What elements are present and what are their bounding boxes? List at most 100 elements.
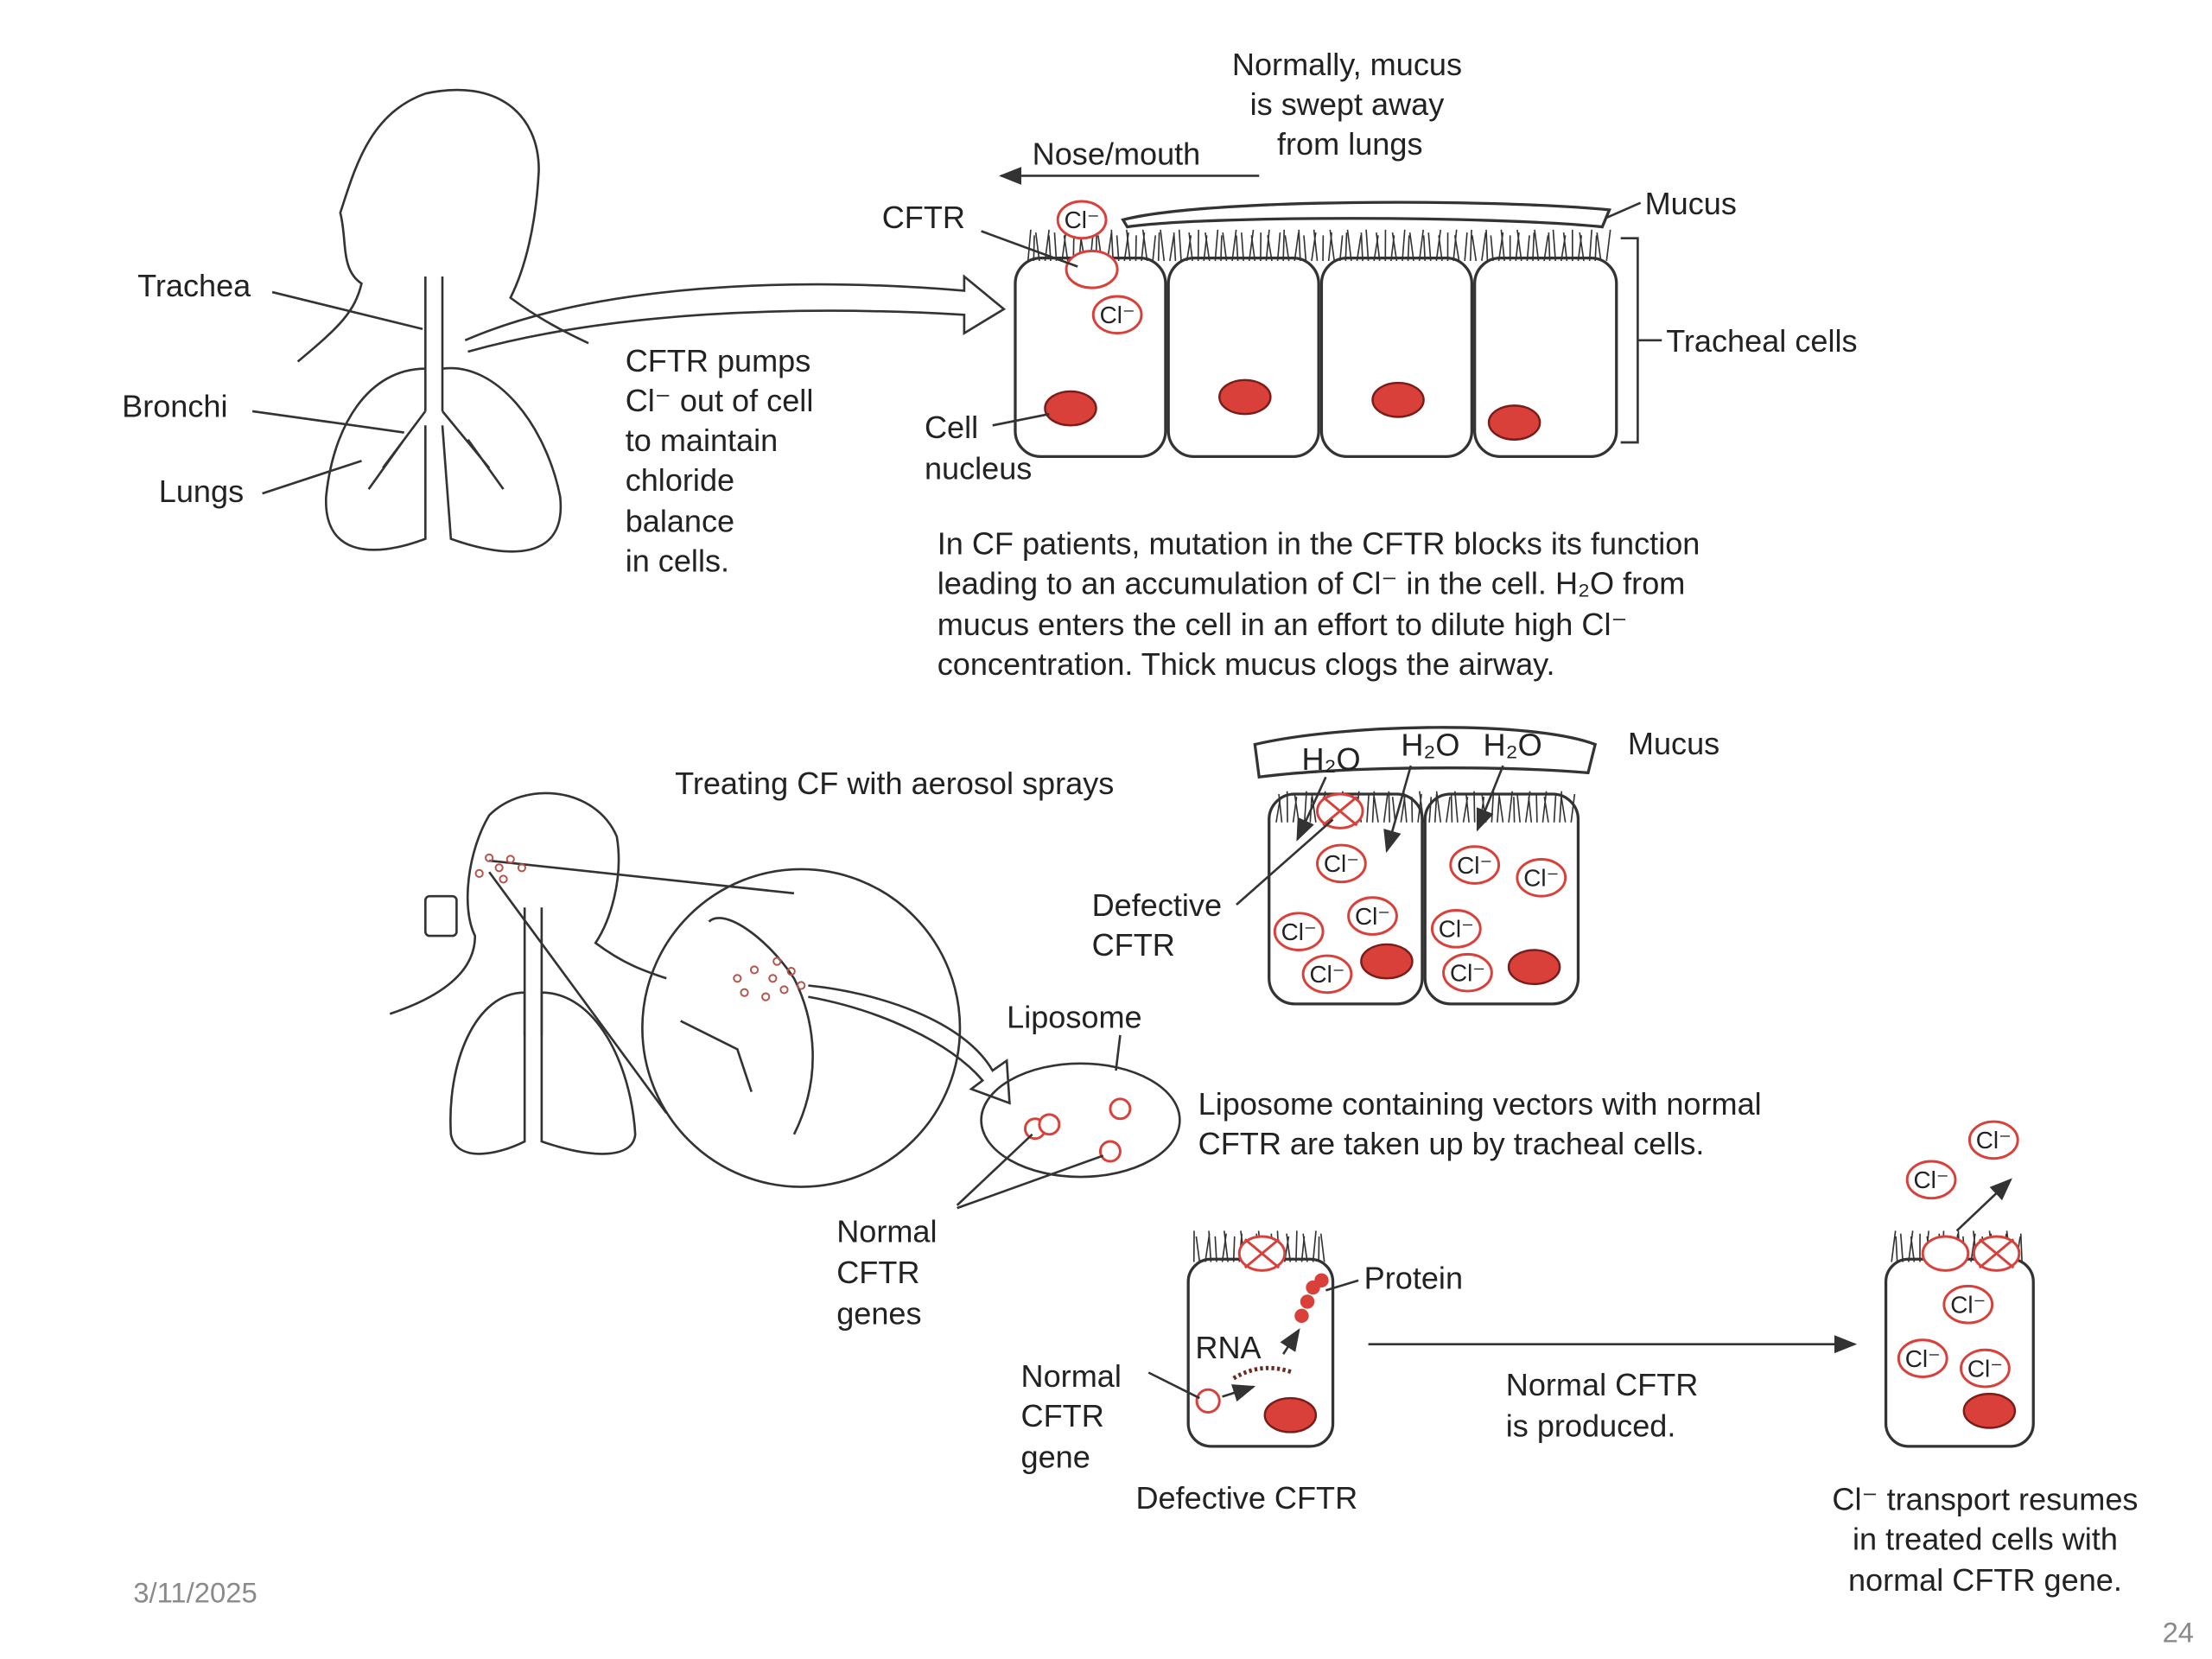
mucus-label-top: Mucus bbox=[1645, 186, 1737, 221]
treated-cell: Cl⁻Cl⁻Cl⁻Cl⁻Cl⁻ bbox=[1884, 1120, 2035, 1448]
chloride-ion: Cl⁻ bbox=[1905, 1160, 1957, 1200]
liposome-note-1: Liposome containing vectors with normal bbox=[1198, 1086, 1762, 1122]
aerosol-particles bbox=[474, 853, 806, 1001]
svg-text:Cl⁻: Cl⁻ bbox=[1450, 960, 1485, 987]
chloride-ion: Cl⁻ bbox=[1516, 857, 1567, 898]
bronchi-pointer bbox=[251, 410, 404, 434]
cell-label: Cell bbox=[925, 410, 978, 445]
liposome-note-2: CFTR are taken up by tracheal cells. bbox=[1198, 1126, 1705, 1161]
chloride-ion: Cl⁻ bbox=[1056, 200, 1108, 240]
thick-mucus bbox=[1253, 726, 1598, 779]
chloride-ion: Cl⁻ bbox=[1442, 952, 1493, 993]
chloride-ion: Cl⁻ bbox=[1273, 912, 1325, 951]
svg-text:normal CFTR gene.: normal CFTR gene. bbox=[1848, 1562, 2122, 1598]
svg-text:is swept away: is swept away bbox=[1250, 86, 1445, 122]
chloride-ion: Cl⁻ bbox=[1347, 896, 1398, 936]
defective-cftr-label-1: Defective bbox=[1092, 887, 1222, 923]
svg-text:in treated cells with: in treated cells with bbox=[1853, 1522, 2118, 1557]
svg-text:Normal: Normal bbox=[836, 1214, 937, 1249]
svg-text:leading to an accumulation of: leading to an accumulation of Cl⁻ in the… bbox=[938, 566, 1686, 601]
slide-date: 3/11/2025 bbox=[133, 1576, 257, 1608]
svg-text:Cl⁻: Cl⁻ bbox=[1324, 850, 1359, 877]
h2o-label-1: H₂O bbox=[1301, 741, 1360, 777]
chloride-ion: Cl⁻ bbox=[1449, 845, 1501, 885]
svg-text:Cl⁻ out of cell: Cl⁻ out of cell bbox=[626, 383, 814, 418]
cftr-pointer bbox=[981, 230, 1078, 268]
genes-pointer-2 bbox=[957, 1154, 1104, 1210]
svg-text:Cl⁻: Cl⁻ bbox=[1281, 918, 1317, 945]
cf-paragraph: In CF patients, mutation in the CFTR blo… bbox=[938, 526, 1700, 682]
svg-text:Cl⁻: Cl⁻ bbox=[1439, 916, 1474, 943]
svg-text:mucus enters the cell in an ef: mucus enters the cell in an effort to di… bbox=[938, 607, 1628, 642]
svg-text:Cl⁻: Cl⁻ bbox=[1100, 302, 1135, 328]
nucleus-label: nucleus bbox=[925, 451, 1032, 486]
svg-text:Cl⁻: Cl⁻ bbox=[1914, 1166, 1949, 1193]
svg-text:Cl⁻: Cl⁻ bbox=[1065, 207, 1100, 233]
cilia bbox=[1027, 229, 1611, 262]
tracheal-cells-label: Tracheal cells bbox=[1666, 323, 1857, 359]
zoom-arrow bbox=[464, 274, 1007, 353]
normal-cftr-genes-label: Normal CFTR genes bbox=[836, 1214, 937, 1332]
treating-title: Treating CF with aerosol sprays bbox=[675, 766, 1114, 801]
chloride-ion: Cl⁻ bbox=[1967, 1120, 2019, 1160]
liposome-label: Liposome bbox=[1007, 1000, 1142, 1035]
cftr-pumps-note: CFTR pumps Cl⁻ out of cell to maintain c… bbox=[626, 343, 814, 578]
svg-text:CFTR: CFTR bbox=[836, 1255, 919, 1290]
chloride-ion: Cl⁻ bbox=[1430, 909, 1482, 949]
svg-text:in cells.: in cells. bbox=[626, 543, 729, 578]
chloride-ion: Cl⁻ bbox=[1301, 954, 1353, 995]
produced-label-2: is produced. bbox=[1506, 1408, 1676, 1443]
protein-label: Protein bbox=[1364, 1261, 1463, 1296]
svg-text:concentration. Thick mucus clo: concentration. Thick mucus clogs the air… bbox=[938, 646, 1555, 682]
svg-text:gene: gene bbox=[1021, 1439, 1090, 1474]
svg-text:Normally, mucus: Normally, mucus bbox=[1232, 47, 1462, 82]
cftr-channel bbox=[1065, 249, 1119, 289]
protein-pointer bbox=[1325, 1279, 1359, 1292]
human-figure-inhaler bbox=[389, 791, 962, 1188]
defective-cftr-pointer bbox=[1236, 818, 1334, 906]
chloride-ion: Cl⁻ bbox=[1897, 1338, 1948, 1378]
svg-text:Cl⁻: Cl⁻ bbox=[1523, 865, 1559, 892]
treated-defective-cell bbox=[1186, 1230, 1335, 1448]
nucleus-pointer bbox=[992, 412, 1050, 427]
svg-text:from lungs: from lungs bbox=[1277, 126, 1423, 162]
gene-pointer bbox=[1147, 1371, 1200, 1400]
svg-text:Cl⁻: Cl⁻ bbox=[1309, 961, 1344, 988]
liposome-zoom-arrow bbox=[808, 984, 1011, 1105]
human-respiratory-figure-top bbox=[296, 88, 589, 553]
svg-text:chloride: chloride bbox=[626, 462, 734, 498]
svg-text:Cl⁻: Cl⁻ bbox=[1950, 1292, 1986, 1319]
h2o-label-2: H₂O bbox=[1401, 728, 1459, 763]
chloride-ion: Cl⁻ bbox=[1960, 1348, 2011, 1389]
mucus-layer bbox=[1121, 200, 1611, 229]
svg-text:balance: balance bbox=[626, 503, 734, 538]
mucus-label-bottom: Mucus bbox=[1628, 726, 1719, 761]
h2o-label-3: H₂O bbox=[1484, 728, 1542, 763]
chloride-ion: Cl⁻ bbox=[1316, 843, 1367, 884]
lungs-pointer bbox=[262, 460, 362, 495]
svg-text:to maintain: to maintain bbox=[626, 423, 779, 458]
svg-text:Cl⁻: Cl⁻ bbox=[1355, 903, 1390, 930]
genes-pointer-1 bbox=[956, 1133, 1033, 1206]
mucus-pointer-top bbox=[1605, 201, 1642, 219]
chloride-ion: Cl⁻ bbox=[1091, 295, 1143, 335]
trachea-label: Trachea bbox=[137, 268, 251, 303]
produced-label-1: Normal CFTR bbox=[1506, 1367, 1699, 1402]
svg-text:Cl⁻: Cl⁻ bbox=[1976, 1127, 2012, 1154]
trachea-pointer bbox=[271, 290, 423, 330]
nose-mouth-label: Nose/mouth bbox=[1033, 136, 1201, 171]
rna-label: RNA bbox=[1195, 1330, 1261, 1365]
defective-cftr-caption: Defective CFTR bbox=[1135, 1480, 1357, 1516]
slide-number: 24 bbox=[2163, 1616, 2195, 1648]
normal-cftr-gene-label: Normal CFTR gene bbox=[1021, 1358, 1122, 1475]
lungs-label: Lungs bbox=[159, 474, 244, 509]
svg-text:Cl⁻ transport resumes: Cl⁻ transport resumes bbox=[1832, 1482, 2138, 1517]
transport-resumes-note: Cl⁻ transport resumes in treated cells w… bbox=[1832, 1482, 2138, 1599]
defective-cftr-label-2: CFTR bbox=[1092, 927, 1175, 963]
svg-text:Cl⁻: Cl⁻ bbox=[1967, 1355, 2003, 1382]
svg-text:CFTR pumps: CFTR pumps bbox=[626, 343, 811, 378]
svg-text:genes: genes bbox=[836, 1296, 921, 1332]
water-arrows bbox=[1296, 765, 1504, 854]
liposome-pointer bbox=[1115, 1034, 1122, 1071]
